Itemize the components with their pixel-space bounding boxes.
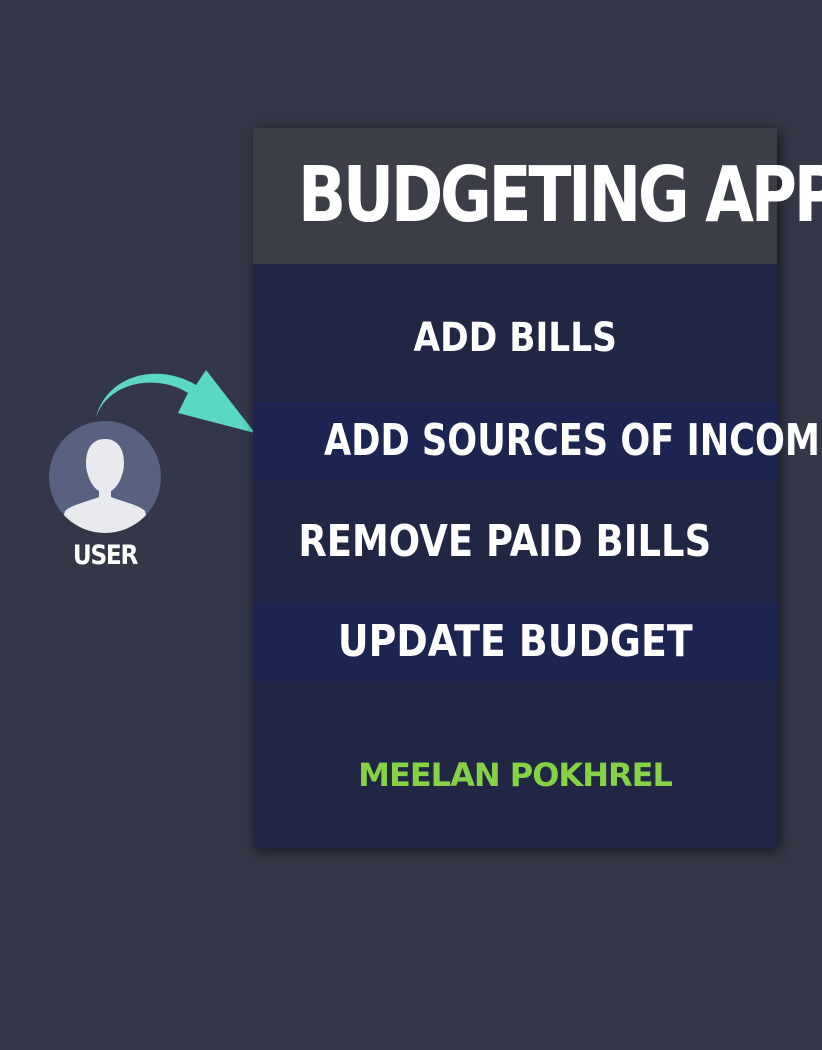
- app-title: BUDGETING APP: [298, 151, 822, 240]
- menu-item-label: ADD SOURCES OF INCOME: [324, 415, 822, 466]
- app-panel: BUDGETING APP ADD BILLS ADD SOURCES OF I…: [253, 128, 822, 848]
- user-avatar-icon: [49, 421, 161, 533]
- app-header: BUDGETING APP: [253, 128, 822, 264]
- curved-arrow-icon: [96, 370, 255, 433]
- menu-item-update-budget[interactable]: UPDATE BUDGET: [253, 603, 777, 681]
- user-label: USER: [72, 540, 138, 571]
- menu-item-label: UPDATE BUDGET: [337, 616, 693, 667]
- menu-item-label: ADD BILLS: [413, 315, 617, 361]
- menu-item-add-bills[interactable]: ADD BILLS: [253, 308, 777, 368]
- menu-item-remove-paid-bills[interactable]: REMOVE PAID BILLS: [253, 510, 777, 574]
- menu-item-add-sources-of-income[interactable]: ADD SOURCES OF INCOME: [253, 402, 822, 480]
- menu-item-label: REMOVE PAID BILLS: [298, 516, 712, 567]
- author-name: MEELAN POKHREL: [358, 756, 673, 794]
